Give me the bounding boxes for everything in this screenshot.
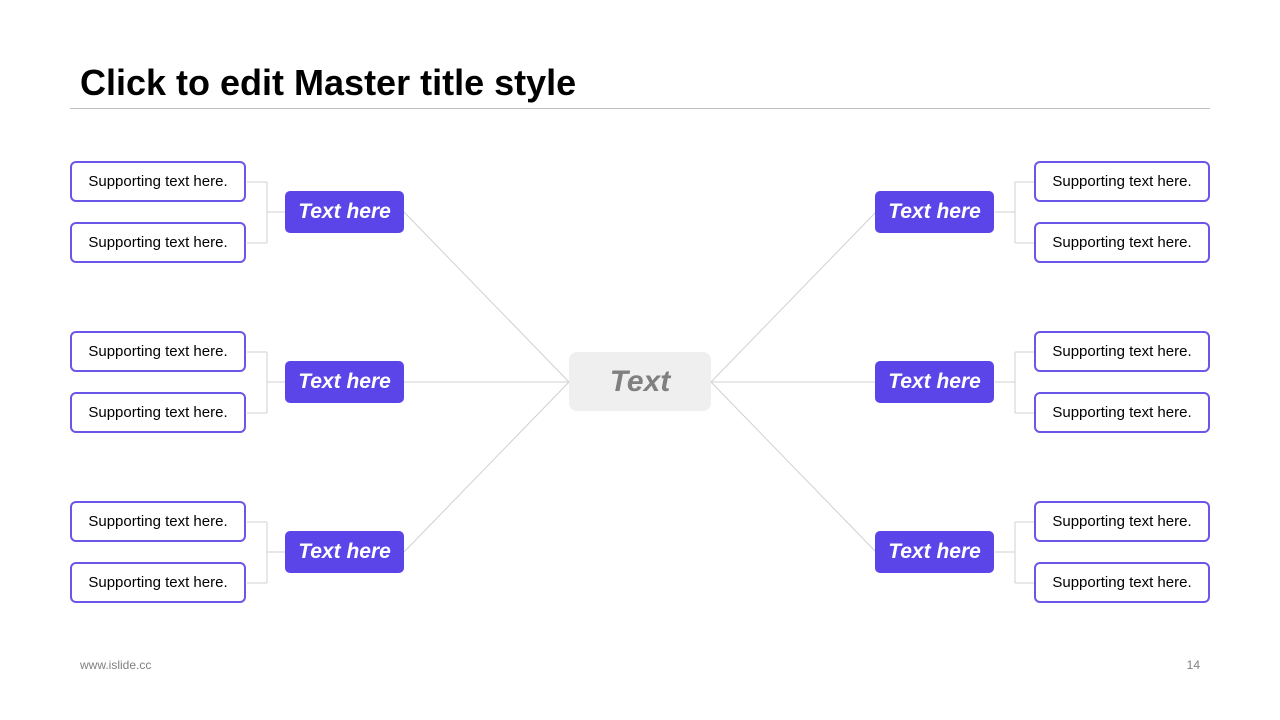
connector-center-right-top [710,211,877,383]
center-node[interactable]: Text [569,352,711,411]
branch-node-right-middle[interactable]: Text here [875,361,994,403]
support-box-right-bottom-1[interactable]: Supporting text here. [1034,501,1210,542]
support-box-right-top-2[interactable]: Supporting text here. [1034,222,1210,263]
footer-website: www.islide.cc [80,658,152,672]
support-box-left-top-2[interactable]: Supporting text here. [70,222,246,263]
branch-node-left-middle[interactable]: Text here [285,361,404,403]
branch-node-left-top[interactable]: Text here [285,191,404,233]
support-box-left-top-1[interactable]: Supporting text here. [70,161,246,202]
connector-center-left-top [403,211,570,383]
support-box-right-bottom-2[interactable]: Supporting text here. [1034,562,1210,603]
support-box-right-top-1[interactable]: Supporting text here. [1034,161,1210,202]
support-box-left-bottom-1[interactable]: Supporting text here. [70,501,246,542]
page-number: 14 [1186,658,1200,672]
branch-node-right-top[interactable]: Text here [875,191,994,233]
support-box-right-middle-1[interactable]: Supporting text here. [1034,331,1210,372]
page-title[interactable]: Click to edit Master title style [80,62,577,103]
support-box-left-bottom-2[interactable]: Supporting text here. [70,562,246,603]
support-box-right-middle-2[interactable]: Supporting text here. [1034,392,1210,433]
support-box-left-middle-1[interactable]: Supporting text here. [70,331,246,372]
title-divider [70,108,1210,109]
branch-node-left-bottom[interactable]: Text here [285,531,404,573]
support-box-left-middle-2[interactable]: Supporting text here. [70,392,246,433]
connector-center-left-bottom [403,381,570,553]
connector-center-right-bottom [710,381,877,553]
branch-node-right-bottom[interactable]: Text here [875,531,994,573]
